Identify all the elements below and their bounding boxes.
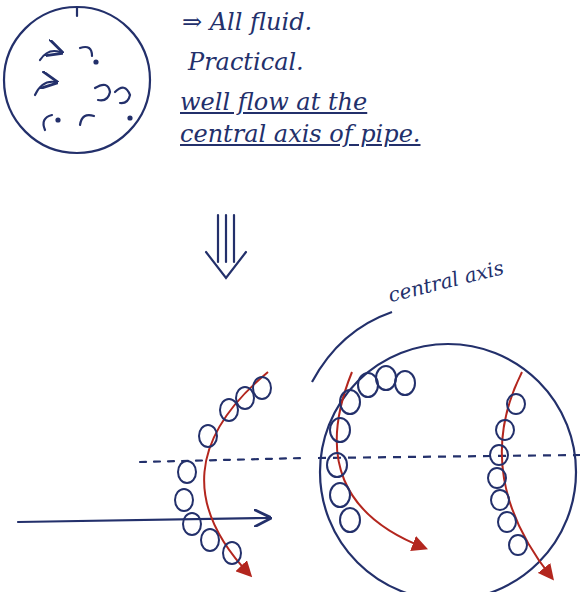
note-text: well flow at the central axis of pipe. (180, 86, 442, 151)
axis-label: central axis (385, 254, 506, 309)
note-text: Practical. (188, 46, 304, 78)
note-heading: ⇒ All fluid. (182, 6, 312, 38)
pipe-section (312, 312, 580, 592)
turbulent-section (4, 7, 150, 153)
flow-arrow (18, 458, 305, 522)
particle-path (204, 372, 552, 578)
down-arrow (206, 215, 246, 278)
fluid-particle (175, 366, 527, 564)
leader-line (312, 312, 392, 382)
